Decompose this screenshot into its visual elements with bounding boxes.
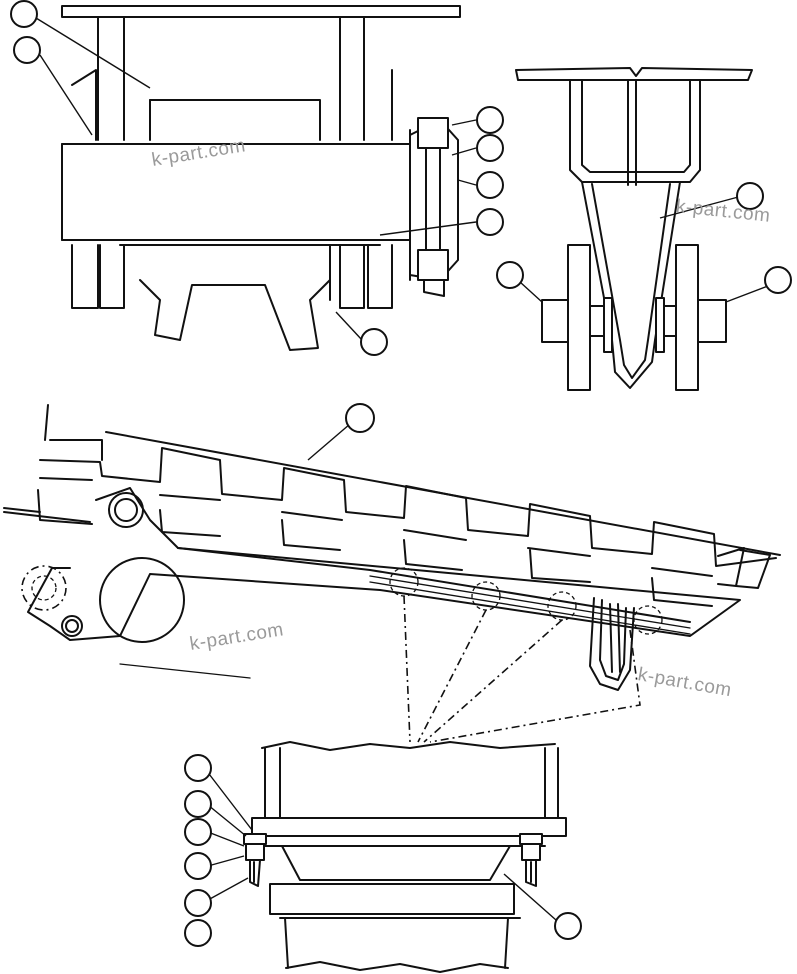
idler-pivot-outer [108, 492, 144, 528]
rail-profile [139, 279, 331, 351]
guard-cone [281, 845, 511, 881]
hidden-pin-outer [21, 565, 67, 611]
bolt [425, 147, 441, 251]
right-track-end [717, 547, 771, 589]
hidden-pin-inner [31, 575, 57, 601]
callout-8 [736, 182, 764, 210]
lower-left-brackets [71, 244, 125, 309]
frame-lower-rail [177, 547, 691, 623]
right-bracket [339, 16, 365, 141]
detail-frame-walls [264, 747, 559, 819]
guard-bracket-inner [599, 599, 627, 681]
callout-4 [476, 134, 504, 162]
mount-plate [251, 817, 567, 837]
callout-11 [345, 403, 375, 433]
left-bracket [97, 16, 125, 141]
mount-hole-inner [65, 619, 79, 633]
callout-2 [13, 36, 41, 64]
idler-pivot-inner [114, 498, 138, 522]
right-wheel [675, 244, 699, 391]
guard-bar [269, 883, 515, 915]
track-shoe-edges [39, 477, 713, 577]
right-spacer [663, 305, 677, 337]
left-washer [603, 297, 613, 353]
callout-1 [10, 0, 38, 28]
callout-6 [476, 208, 504, 236]
frame-bore [99, 557, 185, 643]
plate-underside [261, 835, 546, 847]
callout-12 [184, 754, 212, 782]
callout-13 [184, 790, 212, 818]
left-spacer [589, 305, 605, 337]
roller-body-top [149, 99, 321, 141]
top-frame-plate [61, 5, 461, 18]
left-bolt-detail [249, 859, 261, 887]
guard-bracket-rod [609, 603, 621, 673]
guard-blade-inner [591, 183, 671, 379]
detail-leaders [403, 595, 641, 743]
callout-5 [476, 171, 504, 199]
right-washer [655, 297, 665, 353]
left-axle [541, 299, 569, 343]
right-nut-detail [521, 843, 541, 861]
nut-top [417, 117, 449, 149]
track-roller-section-view [10, 0, 504, 356]
nut-bottom [417, 249, 449, 281]
bolt-tip [423, 279, 445, 297]
left-wheel [567, 244, 591, 391]
right-bolt-detail [525, 859, 537, 887]
roller-guard-end-view [496, 67, 792, 391]
left-flange [71, 69, 97, 141]
lower-right-brackets [329, 244, 393, 309]
frame-guide-lines [369, 575, 691, 635]
detail-circle-4 [633, 605, 663, 635]
callout-17 [184, 919, 212, 947]
left-track-end [3, 507, 91, 523]
guard-bar-lower [279, 917, 521, 969]
track-shoe-grousers [39, 447, 777, 567]
track-frame-outline [27, 487, 741, 641]
mount-hole-outer [61, 615, 83, 637]
callout-15 [184, 852, 212, 880]
right-axle [697, 299, 727, 343]
callout-7 [360, 328, 388, 356]
guard-mounting-detail [184, 741, 582, 973]
detail-break-bottom [285, 961, 509, 973]
callout-14 [184, 818, 212, 846]
track-chain-top [44, 404, 781, 556]
callout-16 [184, 889, 212, 917]
guard-top-plate [515, 67, 753, 81]
ground-line [119, 663, 251, 679]
guard-bracket-outer [589, 597, 635, 691]
left-nut-detail [245, 843, 265, 861]
guard-rod [627, 79, 637, 186]
detail-break-top [261, 741, 556, 751]
track-frame-side-view [3, 403, 781, 743]
right-washer-detail [519, 833, 543, 845]
callout-3 [476, 106, 504, 134]
callout-9 [496, 261, 524, 289]
callout-18 [554, 912, 582, 940]
left-washer-detail [243, 833, 267, 845]
callout-10 [764, 266, 792, 294]
